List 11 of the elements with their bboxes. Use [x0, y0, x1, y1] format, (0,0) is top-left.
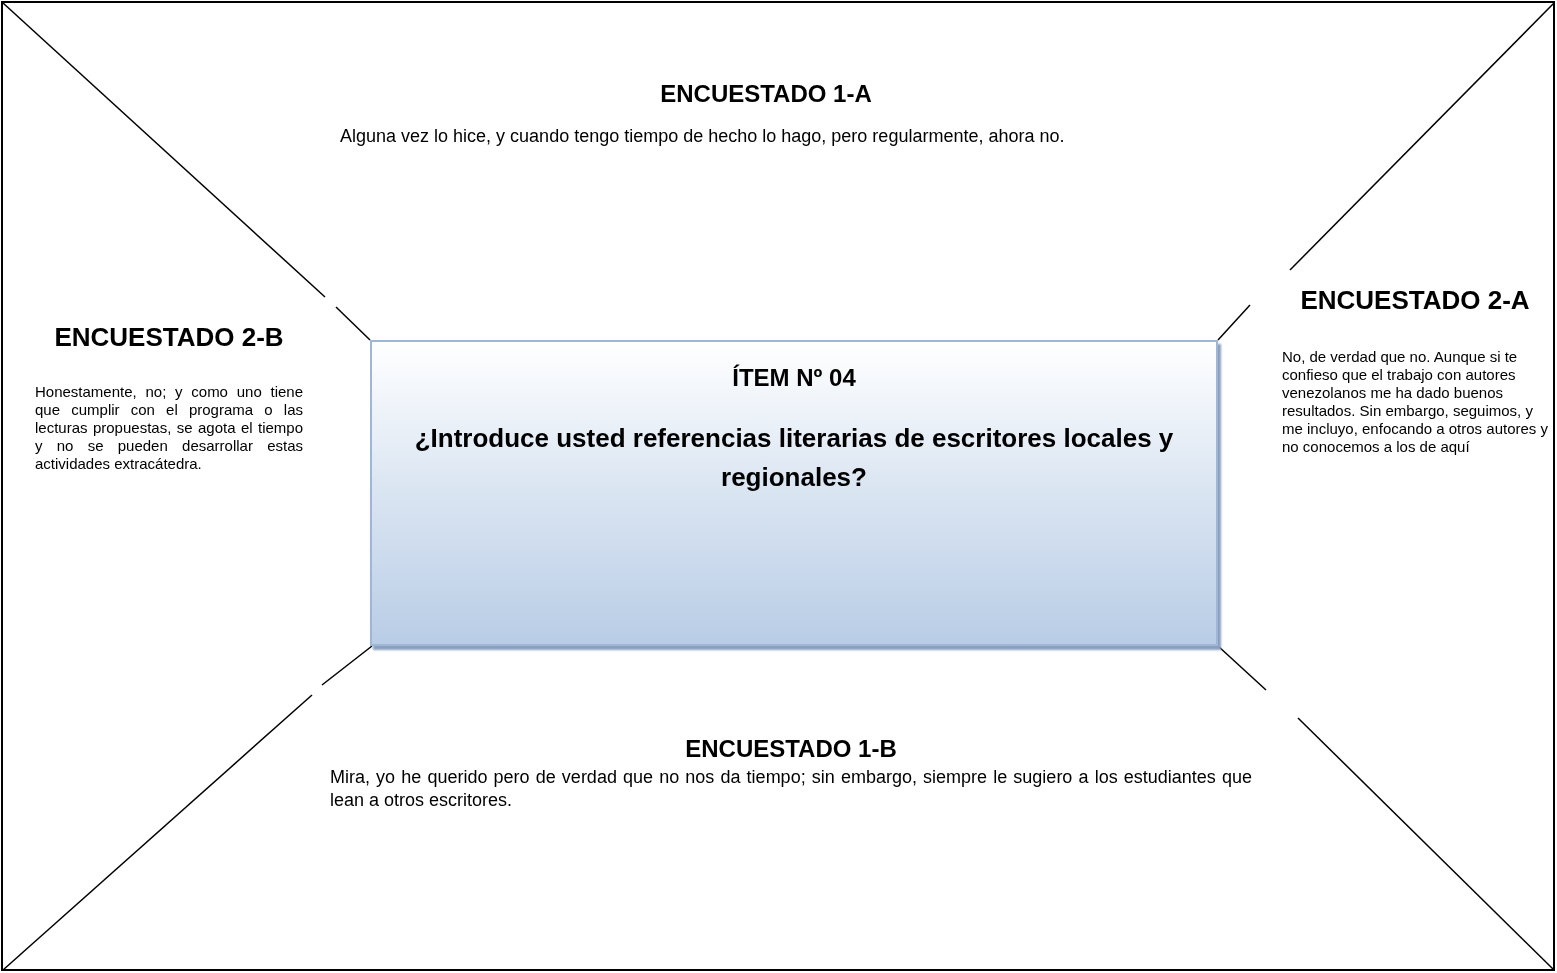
respondent-heading: ENCUESTADO 1-A [659, 80, 873, 109]
response-text: No, de verdad que no. Aunque si te confieso que el trabajo con autores venezolanos me ha dado buenos resultados. Sin embargo, seguimos, y me incluyo, enfocando a otros autores y no conocemos a los de aquí [1282, 348, 1548, 457]
response-text: Mira, yo he querido pero de verdad que no nos da tiempo; sin embargo, siempre le sugiero a los estudiantes que lean a otros escritores. [330, 765, 1252, 813]
respondent-heading: ENCUESTADO 2-A [1299, 284, 1531, 317]
respondent-heading: ENCUESTADO 1-B [684, 735, 898, 764]
question-text: ¿Introduce usted referencias literarias de escritores locales y regionales? [413, 421, 1175, 494]
item-number: ÍTEM Nº 04 [731, 364, 857, 393]
item-box [370, 340, 1218, 646]
response-text: Honestamente, no; y como uno tiene que cumplir con el programa o las lecturas propuestas, se agota el tiempo y no se pueden desarrollar estas actividades extracátedra. [35, 383, 303, 474]
response-text: Alguna vez lo hice, y cuando tengo tiempo de hecho lo hago, pero regularmente, ahora no. [340, 124, 1066, 148]
respondent-heading: ENCUESTADO 2-B [53, 321, 285, 354]
